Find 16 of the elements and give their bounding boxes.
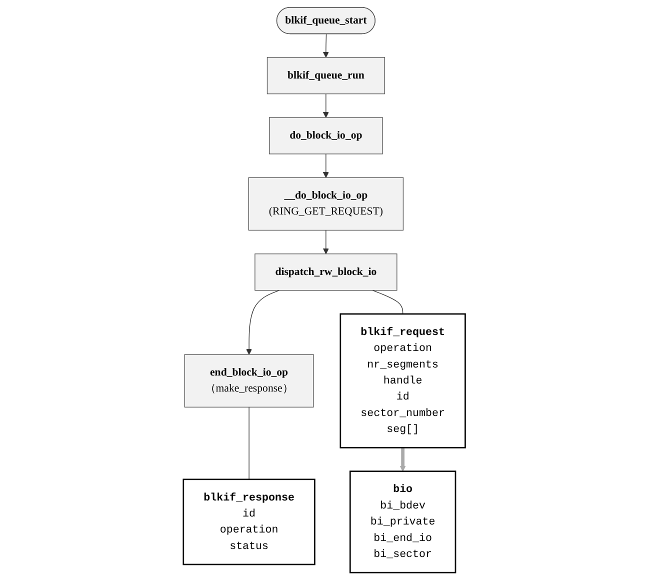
arrow [323,34,330,58]
node-box: dispatch_rw_block_io [254,254,398,291]
arrow [246,290,280,355]
node-box: bio bi_bdev bi_private bi_end_io bi_sector [350,470,456,574]
node-box: blkif_response id operation status [182,478,316,566]
arrow [323,94,330,118]
arrow [400,448,406,472]
node-box: do_block_io_op [269,117,384,154]
node-box: blkif_request operation nr_segments handle id sector_number seg[] [340,313,466,448]
connector [248,406,250,480]
arrow [323,230,330,254]
node-box: __do_block_io_op (RING_GET_REQUEST) [248,177,404,231]
arrow [323,154,330,178]
connector [372,290,404,314]
node-box: blkif_queue_run [267,57,386,94]
node-box: end_block_io_op （make_response） [184,354,314,408]
